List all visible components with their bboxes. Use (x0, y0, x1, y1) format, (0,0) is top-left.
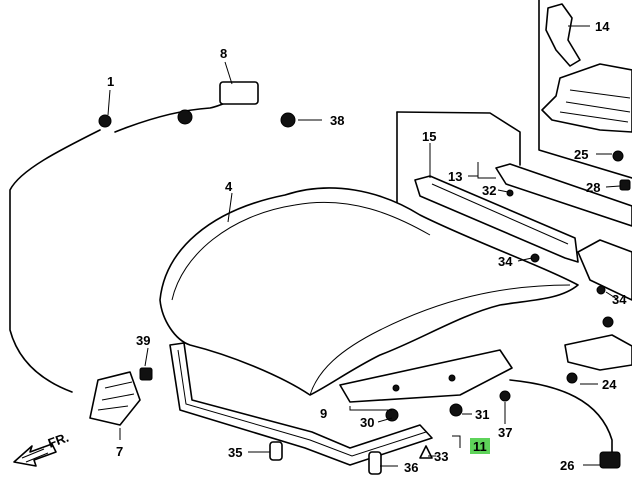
front-arrow-icon (13, 443, 57, 467)
callout-31: 31 (475, 407, 489, 422)
hinge-24 (564, 316, 632, 384)
callout-28: 28 (586, 180, 600, 195)
callout-13: 13 (448, 169, 462, 184)
hood-seal (169, 342, 433, 466)
release-cable (9, 81, 296, 393)
callouts: 1 8 38 4 39 7 9 30 31 11 33 35 36 37 26 … (107, 19, 627, 475)
callout-30: 30 (360, 415, 374, 430)
callout-25: 25 (574, 147, 588, 162)
support-rod (499, 379, 621, 469)
front-direction-marker: FR. (13, 430, 71, 467)
callout-7: 7 (116, 444, 123, 459)
fasteners (269, 403, 463, 475)
callout-11: 11 (473, 439, 487, 454)
callout-26: 26 (560, 458, 574, 473)
callout-39: 39 (136, 333, 150, 348)
callout-1: 1 (107, 74, 114, 89)
callout-11-highlight (470, 438, 490, 454)
callout-38: 38 (330, 113, 344, 128)
front-label: FR. (46, 430, 71, 451)
callout-32: 32 (482, 183, 496, 198)
callout-9: 9 (320, 406, 327, 421)
callout-8: 8 (220, 46, 227, 61)
callout-35: 35 (228, 445, 242, 460)
callout-14: 14 (595, 19, 610, 34)
callout-33: 33 (434, 449, 448, 464)
callout-34-right: 34 (612, 292, 627, 307)
hood-latch (89, 367, 153, 426)
hood-panel (159, 187, 579, 403)
callout-37: 37 (498, 425, 512, 440)
hinge-assembly-box (538, 0, 632, 191)
leader-lines (107, 25, 621, 467)
callout-15: 15 (422, 129, 436, 144)
callout-36: 36 (404, 460, 418, 475)
callout-4: 4 (225, 179, 233, 194)
callout-24: 24 (602, 377, 617, 392)
callout-34-left: 34 (498, 254, 513, 269)
